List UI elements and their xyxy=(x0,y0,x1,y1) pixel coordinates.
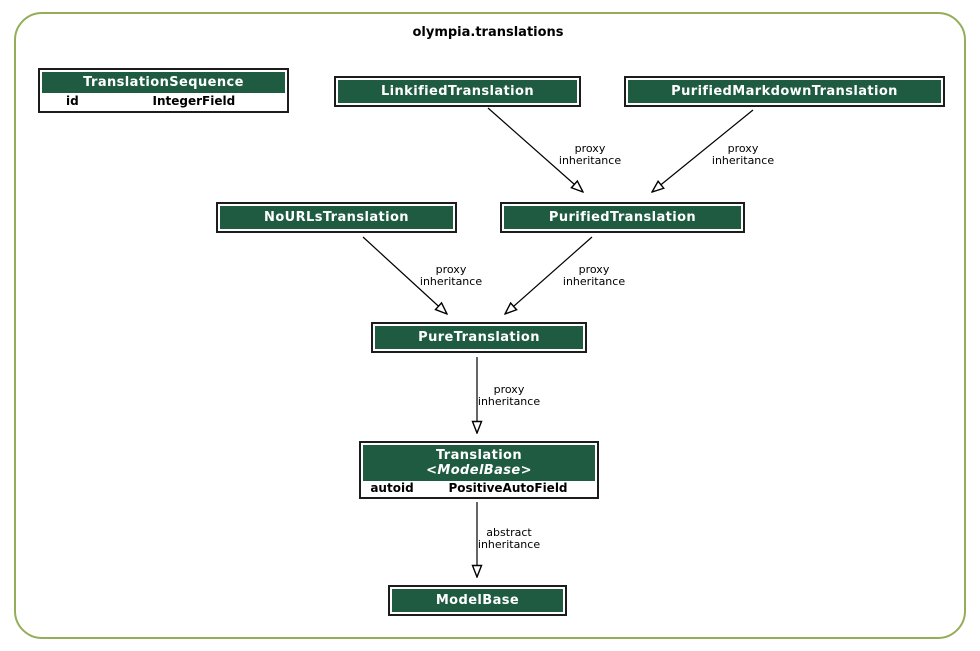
model-node-purified-translation: PurifiedTranslation xyxy=(500,202,745,233)
edge-label: abstract inheritance xyxy=(478,527,540,551)
node-title: Translation <ModelBase> xyxy=(363,445,595,481)
edge-label: proxy inheritance xyxy=(563,264,625,288)
model-node-translation: Translation <ModelBase> autoid PositiveA… xyxy=(359,441,599,499)
edge-label-line: proxy xyxy=(578,263,610,276)
model-node-nourls-translation: NoURLsTranslation xyxy=(216,202,457,233)
field-name: autoid xyxy=(370,481,414,495)
diagram-frame xyxy=(14,12,966,639)
field-row: id IntegerField xyxy=(42,93,285,109)
edge-label-line: inheritance xyxy=(562,275,626,288)
edge-label-line: abstract xyxy=(486,526,532,539)
model-node-modelbase: ModelBase xyxy=(388,585,567,616)
node-title-text: Translation xyxy=(435,448,523,463)
edge-label: proxy inheritance xyxy=(478,384,540,408)
node-title: LinkifiedTranslation xyxy=(338,80,577,103)
edge-label: proxy inheritance xyxy=(420,264,482,288)
field-name: id xyxy=(66,94,79,108)
node-title: PurifiedTranslation xyxy=(504,206,741,229)
diagram-title: olympia.translations xyxy=(412,25,564,40)
model-node-purified-markdown-translation: PurifiedMarkdownTranslation xyxy=(624,76,945,107)
edge-label: proxy inheritance xyxy=(559,143,621,167)
edge-label: proxy inheritance xyxy=(712,143,774,167)
node-subtitle: <ModelBase> xyxy=(426,463,532,478)
edge-label-line: inheritance xyxy=(558,154,622,167)
field-type: PositiveAutoField xyxy=(448,481,568,495)
model-node-translation-sequence: TranslationSequence id IntegerField xyxy=(38,68,289,113)
node-title: PureTranslation xyxy=(375,326,583,349)
edge-label-line: inheritance xyxy=(477,395,541,408)
edge-label-line: proxy xyxy=(493,383,525,396)
node-title: PurifiedMarkdownTranslation xyxy=(628,80,941,103)
model-node-pure-translation: PureTranslation xyxy=(371,322,587,353)
node-title: NoURLsTranslation xyxy=(220,206,453,229)
field-type: IntegerField xyxy=(152,94,236,108)
edge-label-line: proxy xyxy=(435,263,467,276)
model-node-linkified-translation: LinkifiedTranslation xyxy=(334,76,581,107)
field-row: autoid PositiveAutoField xyxy=(363,481,595,495)
node-title: ModelBase xyxy=(392,589,563,612)
node-title: TranslationSequence xyxy=(42,72,285,93)
edge-label-line: proxy xyxy=(574,142,606,155)
edge-label-line: inheritance xyxy=(711,154,775,167)
edge-label-line: proxy xyxy=(727,142,759,155)
edge-label-line: inheritance xyxy=(477,538,541,551)
edge-label-line: inheritance xyxy=(419,275,483,288)
